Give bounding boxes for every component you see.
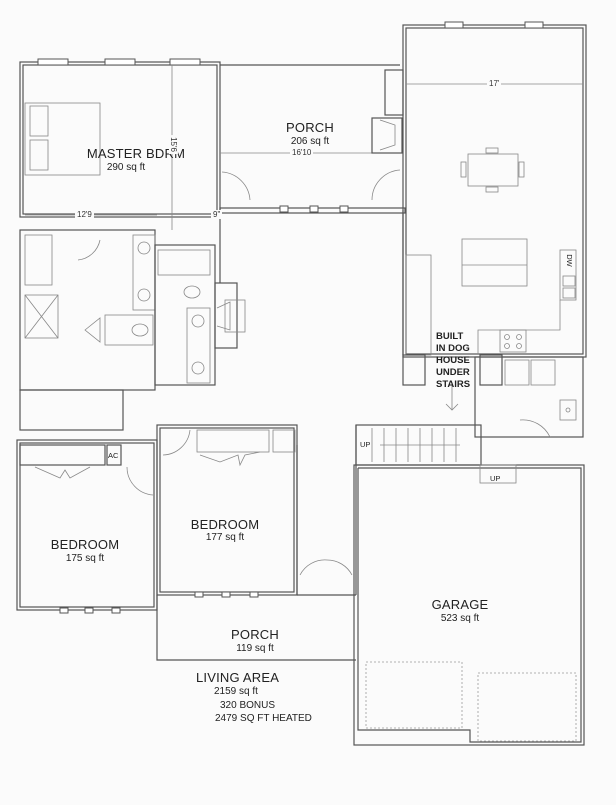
living-area-value: 2159 sq ft [214, 686, 258, 697]
room-area-porch-bottom: 119 sq ft [236, 643, 274, 654]
bonus-area: 320 BONUS [220, 700, 276, 711]
garage-step-up-label: UP [490, 474, 501, 483]
dishwasher-label: DW [564, 254, 574, 267]
room-name-bedroom-left: BEDROOM [50, 537, 120, 552]
closets [19, 389, 124, 479]
master-bedroom-walls [19, 58, 221, 230]
note-line: IN DOG [436, 343, 470, 354]
great-room-walls [402, 21, 587, 358]
room-name-garage: GARAGE [431, 597, 489, 612]
room-name-porch-bottom: PORCH [231, 627, 279, 642]
note-line: HOUSE [436, 355, 470, 366]
living-area-label: LIVING AREA [196, 670, 280, 685]
room-name-master-bdrm: MASTER BDRM [86, 146, 186, 161]
heated-total: 2479 SQ FT HEATED [215, 713, 312, 724]
stairs [355, 354, 503, 466]
entry-door [299, 559, 353, 576]
bathrooms [19, 229, 246, 391]
left-bedroom-walls [16, 439, 158, 614]
dimension-master-depth: 15'6 [168, 135, 178, 154]
room-name-bedroom-middle: BEDROOM [190, 517, 260, 532]
dimension-master-width: 12'9 [75, 210, 94, 219]
note-line: STAIRS [436, 379, 471, 390]
dog-house-note: BUILT IN DOG HOUSE UNDER STAIRS [436, 331, 470, 391]
dimension-great-room-width: 17' [487, 79, 502, 88]
ac-label: AC [108, 451, 119, 460]
room-area-bedroom-middle: 177 sq ft [205, 532, 245, 543]
note-line: BUILT [436, 331, 464, 342]
room-name-porch-top: PORCH [286, 120, 334, 135]
dimension-hall-offset: 9" [211, 210, 223, 219]
dimension-porch-width: 16'10 [290, 148, 314, 157]
room-area-porch-top: 206 sq ft [290, 136, 330, 147]
room-area-garage: 523 sq ft [440, 613, 480, 624]
note-line: UNDER [436, 367, 470, 378]
stairs-up-label: UP [360, 440, 371, 449]
garage-walls [353, 464, 585, 746]
room-area-bedroom-left: 175 sq ft [65, 553, 105, 564]
hall-walls [219, 210, 404, 595]
room-area-master-bdrm: 290 sq ft [106, 162, 146, 173]
laundry-walls [474, 356, 584, 438]
middle-bedroom-walls [156, 424, 298, 598]
bottom-porch [156, 594, 356, 661]
